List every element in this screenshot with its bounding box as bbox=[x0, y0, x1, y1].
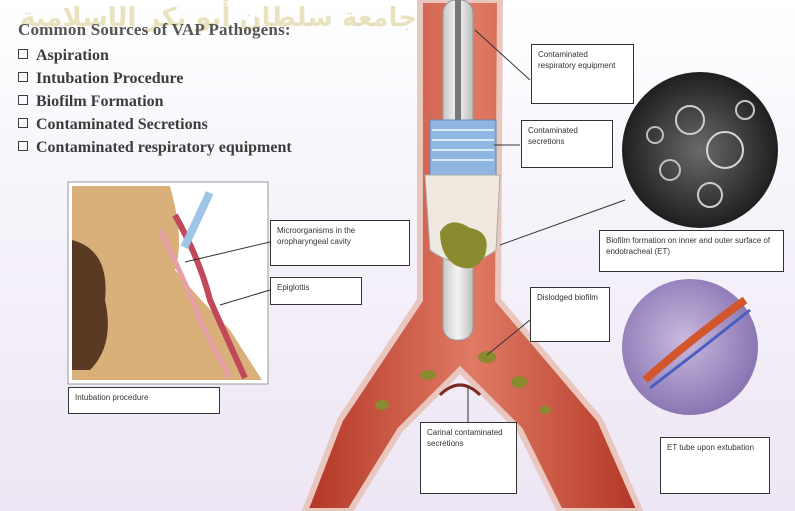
checkbox-bullet-icon bbox=[18, 141, 28, 151]
sources-list: Aspiration Intubation Procedure Biofilm … bbox=[18, 44, 292, 159]
callout-epiglottis: Epiglottis bbox=[270, 277, 362, 305]
callout-biofilm-formation: Biofilm formation on inner and outer sur… bbox=[599, 230, 784, 272]
list-item: Biofilm Formation bbox=[18, 90, 292, 113]
list-item: Contaminated respiratory equipment bbox=[18, 136, 292, 159]
checkbox-bullet-icon bbox=[18, 95, 28, 105]
callout-contaminated-secretions: Contaminated secretions bbox=[521, 120, 613, 168]
checkbox-bullet-icon bbox=[18, 72, 28, 82]
callout-carinal-secretions: Carinal contaminated secretions bbox=[420, 422, 517, 494]
callout-contaminated-equipment: Contaminated respiratory equipment bbox=[531, 44, 634, 104]
checkbox-bullet-icon bbox=[18, 118, 28, 128]
callout-dislodged-biofilm: Dislodged biofilm bbox=[530, 287, 610, 342]
page-title: Common Sources of VAP Pathogens: bbox=[18, 20, 291, 40]
extubated-tube-image bbox=[622, 279, 758, 415]
list-item: Contaminated Secretions bbox=[18, 113, 292, 136]
oropharynx-inset bbox=[68, 182, 268, 384]
list-item: Intubation Procedure bbox=[18, 67, 292, 90]
callout-et-tube-extubation: ET tube upon extubation bbox=[660, 437, 770, 494]
callout-microorganisms: Microorganisms in the oropharyngeal cavi… bbox=[270, 220, 410, 266]
callout-intubation-procedure: Intubation procedure bbox=[68, 387, 220, 414]
list-item: Aspiration bbox=[18, 44, 292, 67]
checkbox-bullet-icon bbox=[18, 49, 28, 59]
biofilm-sem-image bbox=[622, 72, 778, 228]
